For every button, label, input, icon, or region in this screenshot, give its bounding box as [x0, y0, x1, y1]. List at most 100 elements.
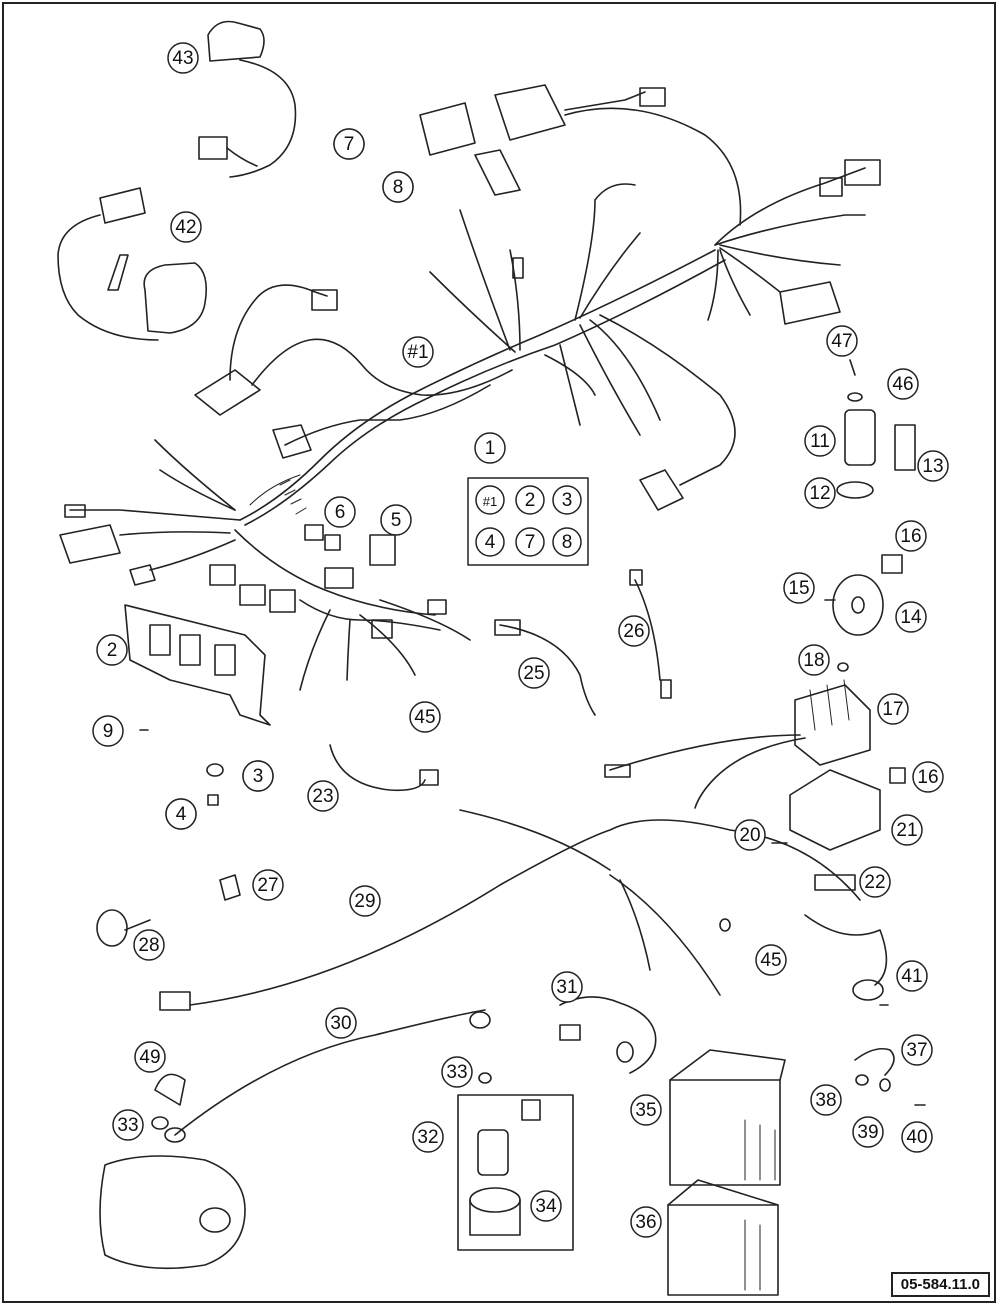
callout-number: 25 [523, 663, 544, 684]
callout-number: 5 [391, 510, 402, 531]
kit-item-number: 4 [485, 532, 496, 553]
kit-item-circle [515, 527, 545, 557]
callout-number: 43 [172, 48, 193, 69]
kit-item-number: #1 [483, 494, 497, 509]
callout-number: 6 [335, 502, 346, 523]
main-connector-block [419, 84, 742, 226]
callout-circle [852, 1116, 884, 1148]
callout-circle [630, 1094, 662, 1126]
battery-case-36 [667, 1179, 779, 1296]
handlebar-switch-43 [198, 20, 297, 178]
callout-number: 20 [739, 825, 760, 846]
callout-number: 29 [354, 891, 375, 912]
callout-circle [912, 761, 944, 793]
callout-number: 13 [922, 456, 943, 477]
callout-circle [901, 1121, 933, 1153]
callout-number: 45 [760, 950, 781, 971]
callout-number: 15 [788, 578, 809, 599]
callout-circle [877, 693, 909, 725]
kit-item-circle [552, 485, 582, 515]
kit-item-circle [475, 527, 505, 557]
callout-circle [382, 171, 414, 203]
callout-circle [165, 798, 197, 830]
callout-circle [252, 869, 284, 901]
callout-number: 21 [896, 820, 917, 841]
cable-29 [159, 809, 861, 1011]
small-cables [329, 569, 672, 792]
callout-circle [618, 615, 650, 647]
callout-number: 30 [330, 1013, 351, 1034]
left-harness-branches [59, 439, 471, 691]
battery-35 [669, 1049, 786, 1186]
starter-motor [99, 1073, 246, 1270]
callout-number: 39 [857, 1122, 878, 1143]
right-junction-connectors [707, 159, 881, 325]
callout-circle [518, 657, 550, 689]
callout-number: 49 [139, 1047, 160, 1068]
callout-circle [112, 1109, 144, 1141]
callout-circle [887, 368, 919, 400]
sensor-41 [804, 914, 889, 1006]
callout-number: 3 [253, 766, 264, 787]
handlebar-switch-42 [57, 187, 208, 341]
callout-number: 47 [831, 331, 852, 352]
callout-number: 28 [138, 935, 159, 956]
callout-circle [810, 1084, 842, 1116]
callout-number: 35 [635, 1100, 656, 1121]
callout-number: 31 [556, 977, 577, 998]
kit-item-circle [515, 485, 545, 515]
callout-circle [134, 1041, 166, 1073]
callout-circle [826, 325, 858, 357]
kit-box [467, 477, 589, 566]
callout-number: 17 [882, 699, 903, 720]
callout-circle [917, 450, 949, 482]
callout-number: 9 [103, 721, 114, 742]
kit-item-circle [475, 485, 505, 515]
callout-number: 26 [623, 621, 644, 642]
main-harness-1 [194, 183, 736, 526]
callout-number: 7 [344, 134, 355, 155]
callout-circle [859, 866, 891, 898]
horn-14 [824, 554, 903, 636]
callout-circle [755, 944, 787, 976]
capacitor-11 [836, 359, 916, 499]
callout-number: 14 [900, 607, 922, 628]
callout-circle [324, 496, 356, 528]
callout-circle [380, 504, 412, 536]
callout-circle [783, 572, 815, 604]
callout-number: #1 [407, 342, 428, 363]
callout-number: 8 [393, 177, 404, 198]
callout-circle [242, 760, 274, 792]
callout-circle [92, 715, 124, 747]
cable-31 [559, 996, 657, 1074]
callout-circle [891, 814, 923, 846]
regulator-17 [604, 662, 871, 809]
callout-circle [895, 520, 927, 552]
callout-number: 38 [815, 1090, 836, 1111]
callout-circle [325, 1007, 357, 1039]
callout-number: 40 [906, 1127, 927, 1148]
callout-number: 27 [257, 875, 278, 896]
callout-circle [901, 1034, 933, 1066]
callout-number: 33 [117, 1115, 138, 1136]
callout-number: 16 [900, 526, 921, 547]
callout-circle [630, 1206, 662, 1238]
callouts: 437842#112345678934111213141516171816202… [92, 42, 949, 1238]
callout-number: 4 [176, 804, 187, 825]
battery-cable-30 [164, 1009, 491, 1143]
callout-circle [333, 128, 365, 160]
callout-circle [734, 819, 766, 851]
callout-circle [170, 211, 202, 243]
reference-number: 05-584.11.0 [890, 1272, 990, 1297]
callout-circle [349, 885, 381, 917]
callout-number: 33 [446, 1062, 467, 1083]
callout-number: 36 [635, 1212, 656, 1233]
callout-circle [409, 701, 441, 733]
callout-number: 2 [107, 640, 118, 661]
callout-number: 42 [175, 217, 196, 238]
callout-number: 34 [535, 1196, 557, 1217]
callout-number: 1 [485, 438, 496, 459]
callout-circle [167, 42, 199, 74]
callout-circle [798, 644, 830, 676]
